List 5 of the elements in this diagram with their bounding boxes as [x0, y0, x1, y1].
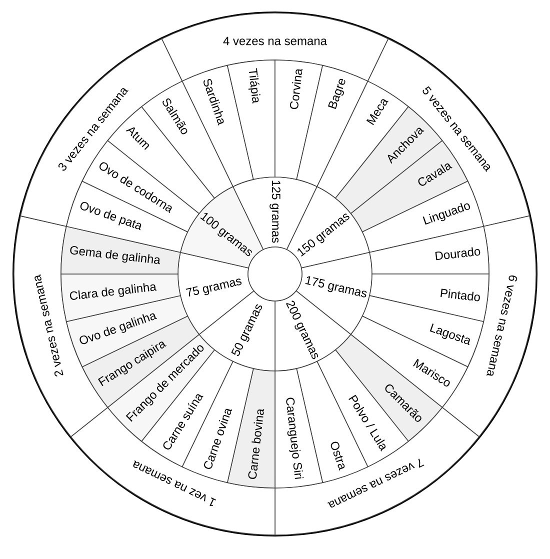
food-segment: Tilápia — [226, 60, 276, 180]
food-segment: Caranguejo Siri — [274, 368, 324, 488]
food-segment: Dourado — [369, 226, 490, 274]
food-segment: Corvina — [274, 60, 324, 180]
food-segment: Pintado — [369, 274, 490, 322]
